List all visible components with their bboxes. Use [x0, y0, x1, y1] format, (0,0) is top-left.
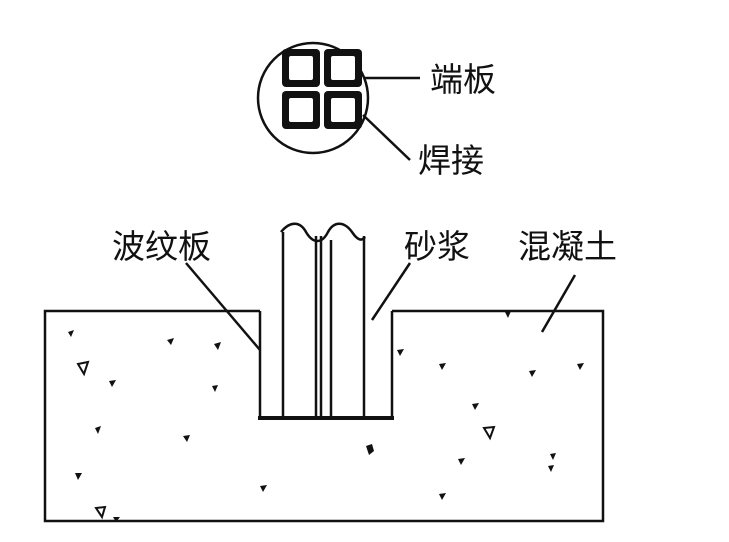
end-plate-label: 端板	[430, 60, 496, 99]
corrugated-top-edge	[280, 222, 366, 243]
weld-label: 焊接	[418, 141, 484, 180]
end-plate-cells	[282, 49, 362, 129]
concrete-leader	[540, 274, 577, 333]
hollow-particles	[76, 360, 496, 520]
concrete-label: 混凝土	[518, 227, 617, 266]
weld-leader	[362, 114, 411, 161]
corrugated-plate-assembly	[258, 222, 394, 420]
concrete-block	[43, 309, 605, 523]
corrugated-plate-label: 波纹板	[112, 227, 211, 266]
corrugated-plate-leader	[185, 262, 261, 351]
aggregate-particles	[68, 311, 584, 522]
mortar-leader	[370, 262, 412, 321]
section-detail	[256, 41, 420, 161]
detail-circle	[256, 41, 370, 155]
mortar-label: 砂浆	[404, 227, 470, 266]
concrete-outline	[43, 309, 605, 523]
